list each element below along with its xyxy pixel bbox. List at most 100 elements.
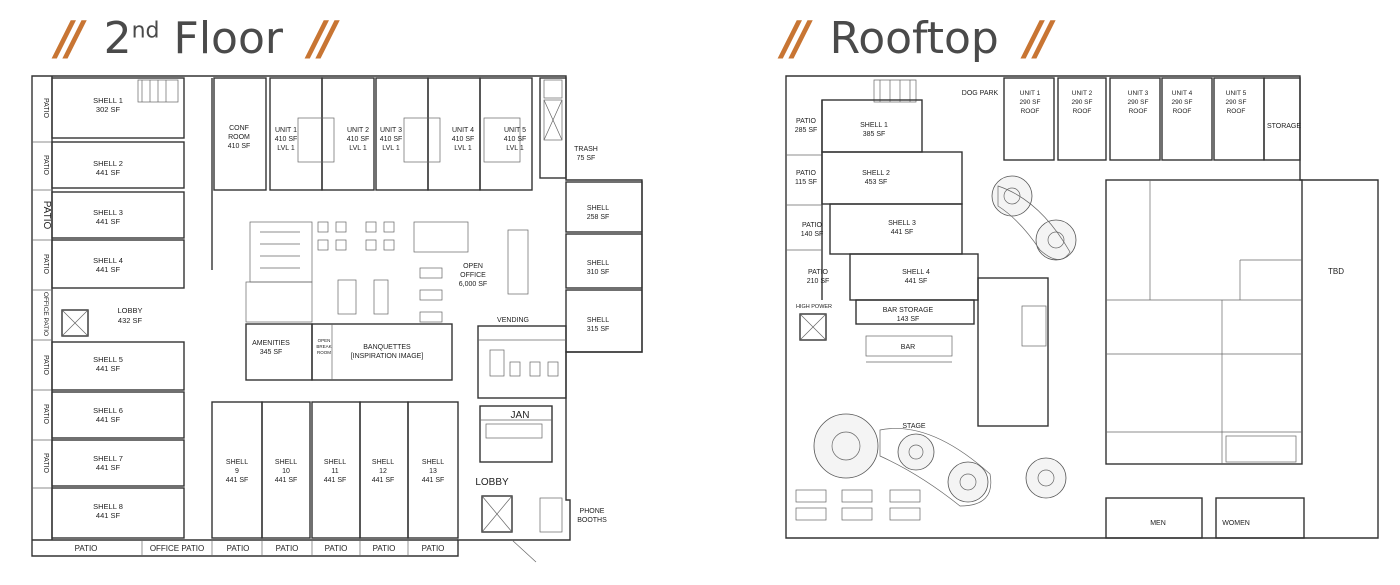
unit-sf: 410 SF [452,136,475,143]
shell-sf: 315 SF [587,326,610,333]
jan-label: JAN [511,410,530,421]
unit-sf: 290 SF [1226,99,1247,106]
rooftop-plan: DOG PARK UNIT 1 290 SF ROOF UNIT 2 290 S… [785,75,1379,539]
shell-sf: 441 SF [372,477,395,484]
storage-label: STORAGE [1267,123,1301,130]
amenities-sf: 345 SF [260,349,283,356]
shell-name: SHELL [226,459,248,466]
shell-sf: 441 SF [891,229,914,236]
patio-sf: 210 SF [807,278,830,285]
shell-sf: 385 SF [863,131,886,138]
floor2-title: 2nd Floor [103,12,283,64]
women-label: WOMEN [1222,520,1250,527]
shell-num: 12 [379,468,387,475]
shell-sf: 441 SF [275,477,298,484]
patio-label: PATIO [41,201,52,230]
unit-sf: 410 SF [504,136,527,143]
shell-sf: 441 SF [96,217,121,226]
unit-sf: 290 SF [1072,99,1093,106]
shell-sf: 441 SF [324,477,347,484]
unit-sf: 290 SF [1128,99,1149,106]
rooftop-heading: // Rooftop // [782,8,1052,68]
svg-text:BREAK: BREAK [316,344,331,349]
shell-sf: 441 SF [226,477,249,484]
shell-name: SHELL [587,317,609,324]
patio-label: PATIO [422,544,445,553]
shell-name: SHELL 2 [862,170,890,177]
men-label: MEN [1150,520,1166,527]
dog-park-label: DOG PARK [962,90,999,97]
conf-room-sf: 410 SF [228,143,251,150]
shell-name: SHELL 8 [93,502,123,511]
patio-label: PATIO [373,544,396,553]
floor2-heading: // 2nd Floor // [56,8,336,68]
shell-name: SHELL 6 [93,406,123,415]
floor2-top-labels: CONF ROOM 410 SF UNIT 1 410 SF LVL 1 UNI… [228,125,598,162]
break-room-label: OPEN BREAK ROOM [316,338,331,355]
rooftop-patio-labels: PATIO 285 SF PATIO 115 SF PATIO 140 SF P… [795,118,830,285]
patio-label: PATIO [42,155,49,176]
conf-room-name: ROOM [228,134,250,141]
unit-name: UNIT 2 [1072,90,1093,97]
shell-name: SHELL [372,459,394,466]
bar-storage-sf: 143 SF [897,316,920,323]
bar-storage-name: BAR STORAGE [883,307,934,314]
unit-lvl: LVL 1 [506,145,524,152]
office-patio-label: OFFICE PATIO [150,544,204,553]
shell-name: SHELL 3 [888,220,916,227]
patio-label: PATIO [42,355,49,376]
shell-name: SHELL [587,205,609,212]
patio-name: PATIO [796,118,817,125]
shell-name: SHELL [324,459,346,466]
shell-sf: 258 SF [587,214,610,221]
patio-label: PATIO [42,98,49,119]
patio-label: PATIO [75,544,98,553]
floor2-bottom-shell-labels: SHELL 9 441 SF SHELL 10 441 SF SHELL 11 … [226,459,445,484]
rooftop-shell-labels: SHELL 1 385 SF SHELL 2 453 SF SHELL 3 44… [860,122,930,285]
floor2-plan: PATIO PATIO PATIO PATIO OFFICE PATIO PAT… [31,75,643,563]
patio-sf: 285 SF [795,127,818,134]
patio-label: PATIO [42,404,49,425]
shell-name: SHELL 3 [93,208,123,217]
lobby-name: LOBBY [117,306,142,315]
unit-sf: 410 SF [347,136,370,143]
shell-sf: 302 SF [96,105,121,114]
shell-sf: 310 SF [587,269,610,276]
unit-name: UNIT 4 [1172,90,1193,97]
unit-lvl: LVL 1 [349,145,367,152]
shell-num: 13 [429,468,437,475]
patio-label: PATIO [227,544,250,553]
conf-room-name: CONF [229,125,249,132]
amenities-name: AMENITIES [252,340,290,347]
unit-name: UNIT 1 [1020,90,1041,97]
banquettes-note: [INSPIRATION IMAGE] [351,353,424,360]
shell-sf: 441 SF [96,168,121,177]
shell-name: SHELL [422,459,444,466]
unit-name: UNIT 3 [1128,90,1149,97]
shell-name: SHELL 1 [860,122,888,129]
svg-text:ROOM: ROOM [317,350,331,355]
shell-name: SHELL 2 [93,159,123,168]
unit-name: UNIT 1 [275,127,297,134]
trash-name: TRASH [574,146,598,153]
open-office-name: OPEN [463,263,483,270]
floor2-shell-labels: SHELL 1 302 SF SHELL 2 441 SF SHELL 3 44… [93,96,142,520]
lobby-sf: 432 SF [118,316,143,325]
lobby-right-label: LOBBY [475,477,509,488]
unit-sf: 290 SF [1020,99,1041,106]
patio-label: PATIO [325,544,348,553]
unit-name: UNIT 3 [380,127,402,134]
shell-name: SHELL [275,459,297,466]
shell-name: SHELL [587,260,609,267]
floor2-right-labels: SHELL 258 SF SHELL 310 SF SHELL 315 SF O… [252,205,609,360]
rooftop-unit-labels: UNIT 1 290 SF ROOF UNIT 2 290 SF ROOF UN… [1020,90,1247,115]
floor2-patio-labels: PATIO PATIO PATIO PATIO OFFICE PATIO PAT… [41,98,52,474]
banquettes-label: BANQUETTES [363,344,411,351]
shell-sf: 441 SF [96,463,121,472]
patio-name: PATIO [802,222,823,229]
shell-name: SHELL 7 [93,454,123,463]
shell-num: 10 [282,468,290,475]
patio-label: PATIO [42,254,49,275]
bar-label: BAR [901,344,915,351]
